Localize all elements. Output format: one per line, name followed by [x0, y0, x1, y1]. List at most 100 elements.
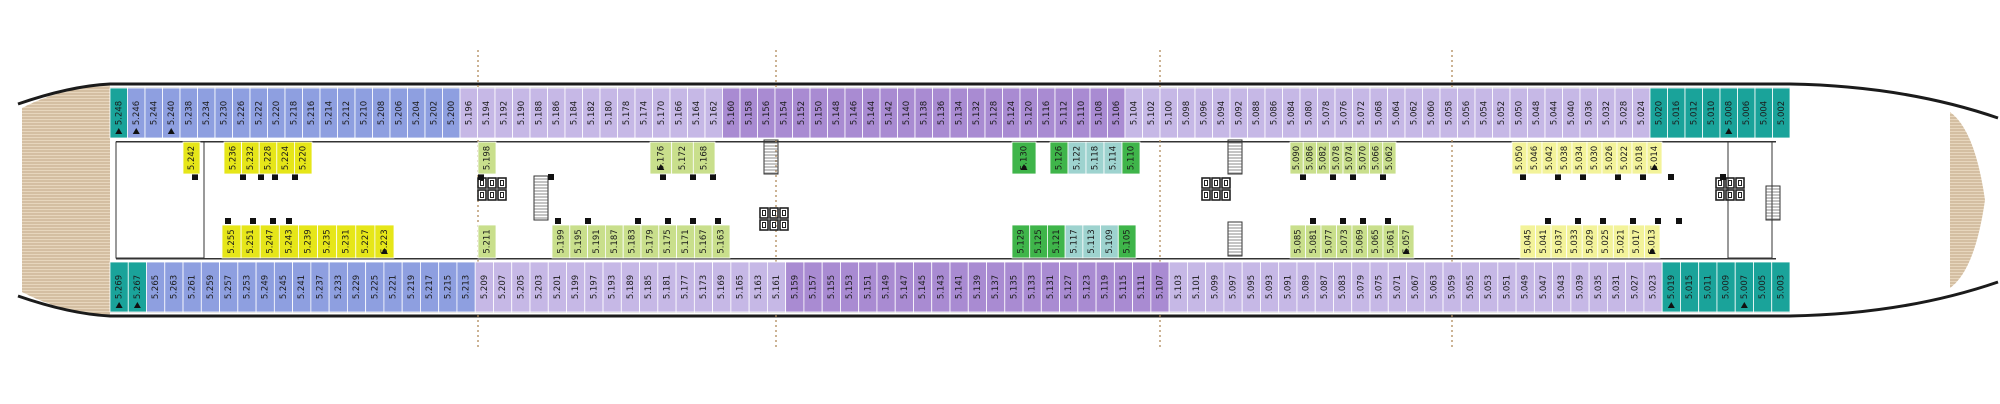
inner-top-cabin-5-232[interactable]: 5.232 [241, 141, 260, 175]
inner-top-cabin-5-050[interactable]: 5.050 [1511, 141, 1528, 175]
bottom-cabin-5-147[interactable]: 5.147 [894, 261, 914, 313]
bottom-cabin-5-163[interactable]: 5.163 [748, 261, 768, 313]
inner-top-cabin-5-176[interactable]: 5.176 [649, 141, 673, 175]
bottom-cabin-5-127[interactable]: 5.127 [1059, 261, 1079, 313]
inner-bottom-cabin-5-243[interactable]: 5.243 [278, 224, 299, 259]
inner-bottom-cabin-5-231[interactable]: 5.231 [336, 224, 357, 259]
bottom-cabin-5-149[interactable]: 5.149 [876, 261, 896, 313]
inner-bottom-cabin-5-021[interactable]: 5.021 [1612, 224, 1630, 259]
top-cabin-5-086[interactable]: 5.086 [1264, 87, 1283, 139]
inner-bottom-cabin-5-239[interactable]: 5.239 [298, 224, 318, 259]
top-cabin-5-244[interactable]: 5.244 [144, 87, 163, 139]
top-cabin-5-032[interactable]: 5.032 [1597, 87, 1616, 139]
inner-top-cabin-5-062[interactable]: 5.062 [1382, 141, 1397, 175]
top-cabin-5-166[interactable]: 5.166 [669, 87, 688, 139]
bottom-cabin-5-027[interactable]: 5.027 [1625, 261, 1645, 313]
inner-bottom-cabin-5-175[interactable]: 5.175 [658, 224, 677, 259]
inner-bottom-cabin-5-211[interactable]: 5.211 [477, 224, 497, 259]
top-cabin-5-040[interactable]: 5.040 [1562, 87, 1581, 139]
bottom-cabin-5-047[interactable]: 5.047 [1533, 261, 1554, 313]
inner-bottom-cabin-5-255[interactable]: 5.255 [221, 224, 242, 259]
top-cabin-5-208[interactable]: 5.208 [372, 87, 391, 139]
bottom-cabin-5-261[interactable]: 5.261 [182, 261, 202, 313]
bottom-cabin-5-157[interactable]: 5.157 [803, 261, 823, 313]
inner-top-cabin-5-126[interactable]: 5.126 [1049, 141, 1069, 175]
bottom-cabin-5-199[interactable]: 5.199 [566, 261, 586, 313]
inner-bottom-cabin-5-013[interactable]: 5.013 [1644, 224, 1661, 259]
bottom-cabin-5-141[interactable]: 5.141 [949, 261, 969, 313]
inner-bottom-cabin-5-163[interactable]: 5.163 [711, 224, 731, 259]
bottom-cabin-5-075[interactable]: 5.075 [1369, 261, 1389, 313]
bottom-cabin-5-137[interactable]: 5.137 [986, 261, 1006, 313]
bottom-cabin-5-031[interactable]: 5.031 [1606, 261, 1627, 313]
bottom-cabin-5-189[interactable]: 5.189 [620, 261, 640, 313]
top-cabin-5-084[interactable]: 5.084 [1282, 87, 1301, 139]
inner-bottom-cabin-5-227[interactable]: 5.227 [355, 224, 376, 259]
inner-bottom-cabin-5-057[interactable]: 5.057 [1398, 224, 1415, 259]
bottom-cabin-5-249[interactable]: 5.249 [255, 261, 275, 313]
top-cabin-5-246[interactable]: 5.246 [127, 87, 146, 139]
bottom-cabin-5-205[interactable]: 5.205 [511, 261, 531, 313]
inner-top-cabin-5-090[interactable]: 5.090 [1289, 141, 1304, 175]
top-cabin-5-100[interactable]: 5.100 [1159, 87, 1178, 139]
bottom-cabin-5-107[interactable]: 5.107 [1150, 261, 1170, 313]
inner-top-cabin-5-038[interactable]: 5.038 [1556, 141, 1573, 175]
bottom-cabin-5-055[interactable]: 5.055 [1460, 261, 1480, 313]
inner-bottom-cabin-5-017[interactable]: 5.017 [1628, 224, 1645, 259]
top-cabin-5-132[interactable]: 5.132 [967, 87, 986, 139]
top-cabin-5-052[interactable]: 5.052 [1492, 87, 1511, 139]
inner-bottom-cabin-5-121[interactable]: 5.121 [1047, 224, 1066, 259]
top-cabin-5-062[interactable]: 5.062 [1404, 87, 1423, 139]
bottom-cabin-5-005[interactable]: 5.005 [1753, 261, 1773, 313]
bottom-cabin-5-197[interactable]: 5.197 [584, 261, 604, 313]
top-cabin-5-120[interactable]: 5.120 [1019, 87, 1038, 139]
bottom-cabin-5-217[interactable]: 5.217 [420, 261, 440, 313]
top-cabin-5-248[interactable]: 5.248 [109, 87, 128, 139]
top-cabin-5-138[interactable]: 5.138 [914, 87, 933, 139]
inner-top-cabin-5-086[interactable]: 5.086 [1302, 141, 1317, 175]
bottom-cabin-5-089[interactable]: 5.089 [1296, 261, 1316, 313]
inner-bottom-cabin-5-223[interactable]: 5.223 [374, 224, 395, 259]
inner-top-cabin-5-082[interactable]: 5.082 [1316, 141, 1331, 175]
top-cabin-5-102[interactable]: 5.102 [1142, 87, 1161, 139]
bottom-cabin-5-181[interactable]: 5.181 [657, 261, 677, 313]
top-cabin-5-096[interactable]: 5.096 [1194, 87, 1213, 139]
top-cabin-5-002[interactable]: 5.002 [1772, 87, 1791, 139]
top-cabin-5-124[interactable]: 5.124 [1002, 87, 1021, 139]
top-cabin-5-222[interactable]: 5.222 [249, 87, 268, 139]
inner-bottom-cabin-5-167[interactable]: 5.167 [694, 224, 713, 259]
inner-bottom-cabin-5-179[interactable]: 5.179 [640, 224, 660, 259]
top-cabin-5-078[interactable]: 5.078 [1317, 87, 1336, 139]
top-cabin-5-006[interactable]: 5.006 [1737, 87, 1756, 139]
top-cabin-5-110[interactable]: 5.110 [1072, 87, 1091, 139]
top-cabin-5-098[interactable]: 5.098 [1177, 87, 1196, 139]
top-cabin-5-048[interactable]: 5.048 [1527, 87, 1546, 139]
top-cabin-5-076[interactable]: 5.076 [1334, 87, 1353, 139]
inner-bottom-cabin-5-187[interactable]: 5.187 [605, 224, 624, 259]
bottom-cabin-5-215[interactable]: 5.215 [438, 261, 458, 313]
top-cabin-5-238[interactable]: 5.238 [179, 87, 198, 139]
top-cabin-5-020[interactable]: 5.020 [1649, 87, 1668, 139]
top-cabin-5-106[interactable]: 5.106 [1107, 87, 1126, 139]
inner-top-cabin-5-034[interactable]: 5.034 [1571, 141, 1588, 175]
inner-bottom-cabin-5-033[interactable]: 5.033 [1566, 224, 1583, 259]
bottom-cabin-5-153[interactable]: 5.153 [840, 261, 860, 313]
inner-bottom-cabin-5-065[interactable]: 5.065 [1367, 224, 1384, 259]
bottom-cabin-5-257[interactable]: 5.257 [219, 261, 239, 313]
inner-top-cabin-5-018[interactable]: 5.018 [1631, 141, 1648, 175]
bottom-cabin-5-161[interactable]: 5.161 [766, 261, 787, 313]
top-cabin-5-152[interactable]: 5.152 [792, 87, 811, 139]
inner-top-cabin-5-074[interactable]: 5.074 [1342, 141, 1357, 175]
top-cabin-5-028[interactable]: 5.028 [1614, 87, 1633, 139]
bottom-cabin-5-011[interactable]: 5.011 [1698, 261, 1718, 313]
top-cabin-5-010[interactable]: 5.010 [1702, 87, 1721, 139]
bottom-cabin-5-193[interactable]: 5.193 [602, 261, 622, 313]
inner-top-cabin-5-220[interactable]: 5.220 [293, 141, 313, 175]
bottom-cabin-5-009[interactable]: 5.009 [1716, 261, 1736, 313]
inner-bottom-cabin-5-247[interactable]: 5.247 [259, 224, 280, 259]
inner-bottom-cabin-5-251[interactable]: 5.251 [240, 224, 261, 259]
bottom-cabin-5-133[interactable]: 5.133 [1022, 261, 1042, 313]
inner-top-cabin-5-114[interactable]: 5.114 [1103, 141, 1123, 175]
top-cabin-5-092[interactable]: 5.092 [1229, 87, 1248, 139]
top-cabin-5-150[interactable]: 5.150 [809, 87, 828, 139]
